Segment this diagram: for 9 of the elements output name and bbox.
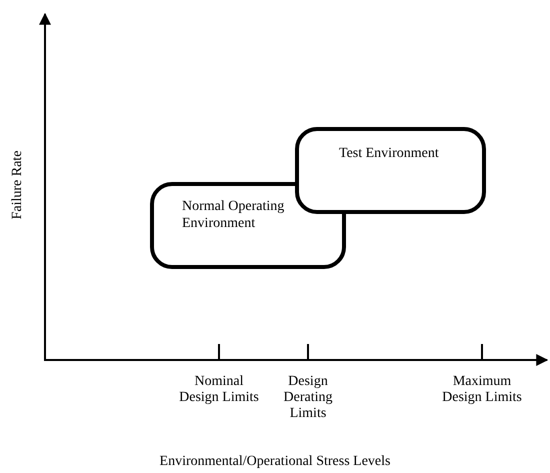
environment-region-box [150, 182, 346, 269]
region-label: Normal Operating Environment [182, 198, 286, 232]
y-axis-title: Failure Rate [10, 150, 26, 222]
x-axis-title: Environmental/Operational Stress Levels [158, 454, 392, 470]
region-label: Test Environment [339, 145, 440, 162]
tick-label: Nominal Design Limits [179, 374, 259, 406]
tick-label: Design Derating Limits [282, 374, 334, 422]
environment-region-box [295, 127, 486, 214]
tick-label: Maximum Design Limits [442, 374, 522, 406]
